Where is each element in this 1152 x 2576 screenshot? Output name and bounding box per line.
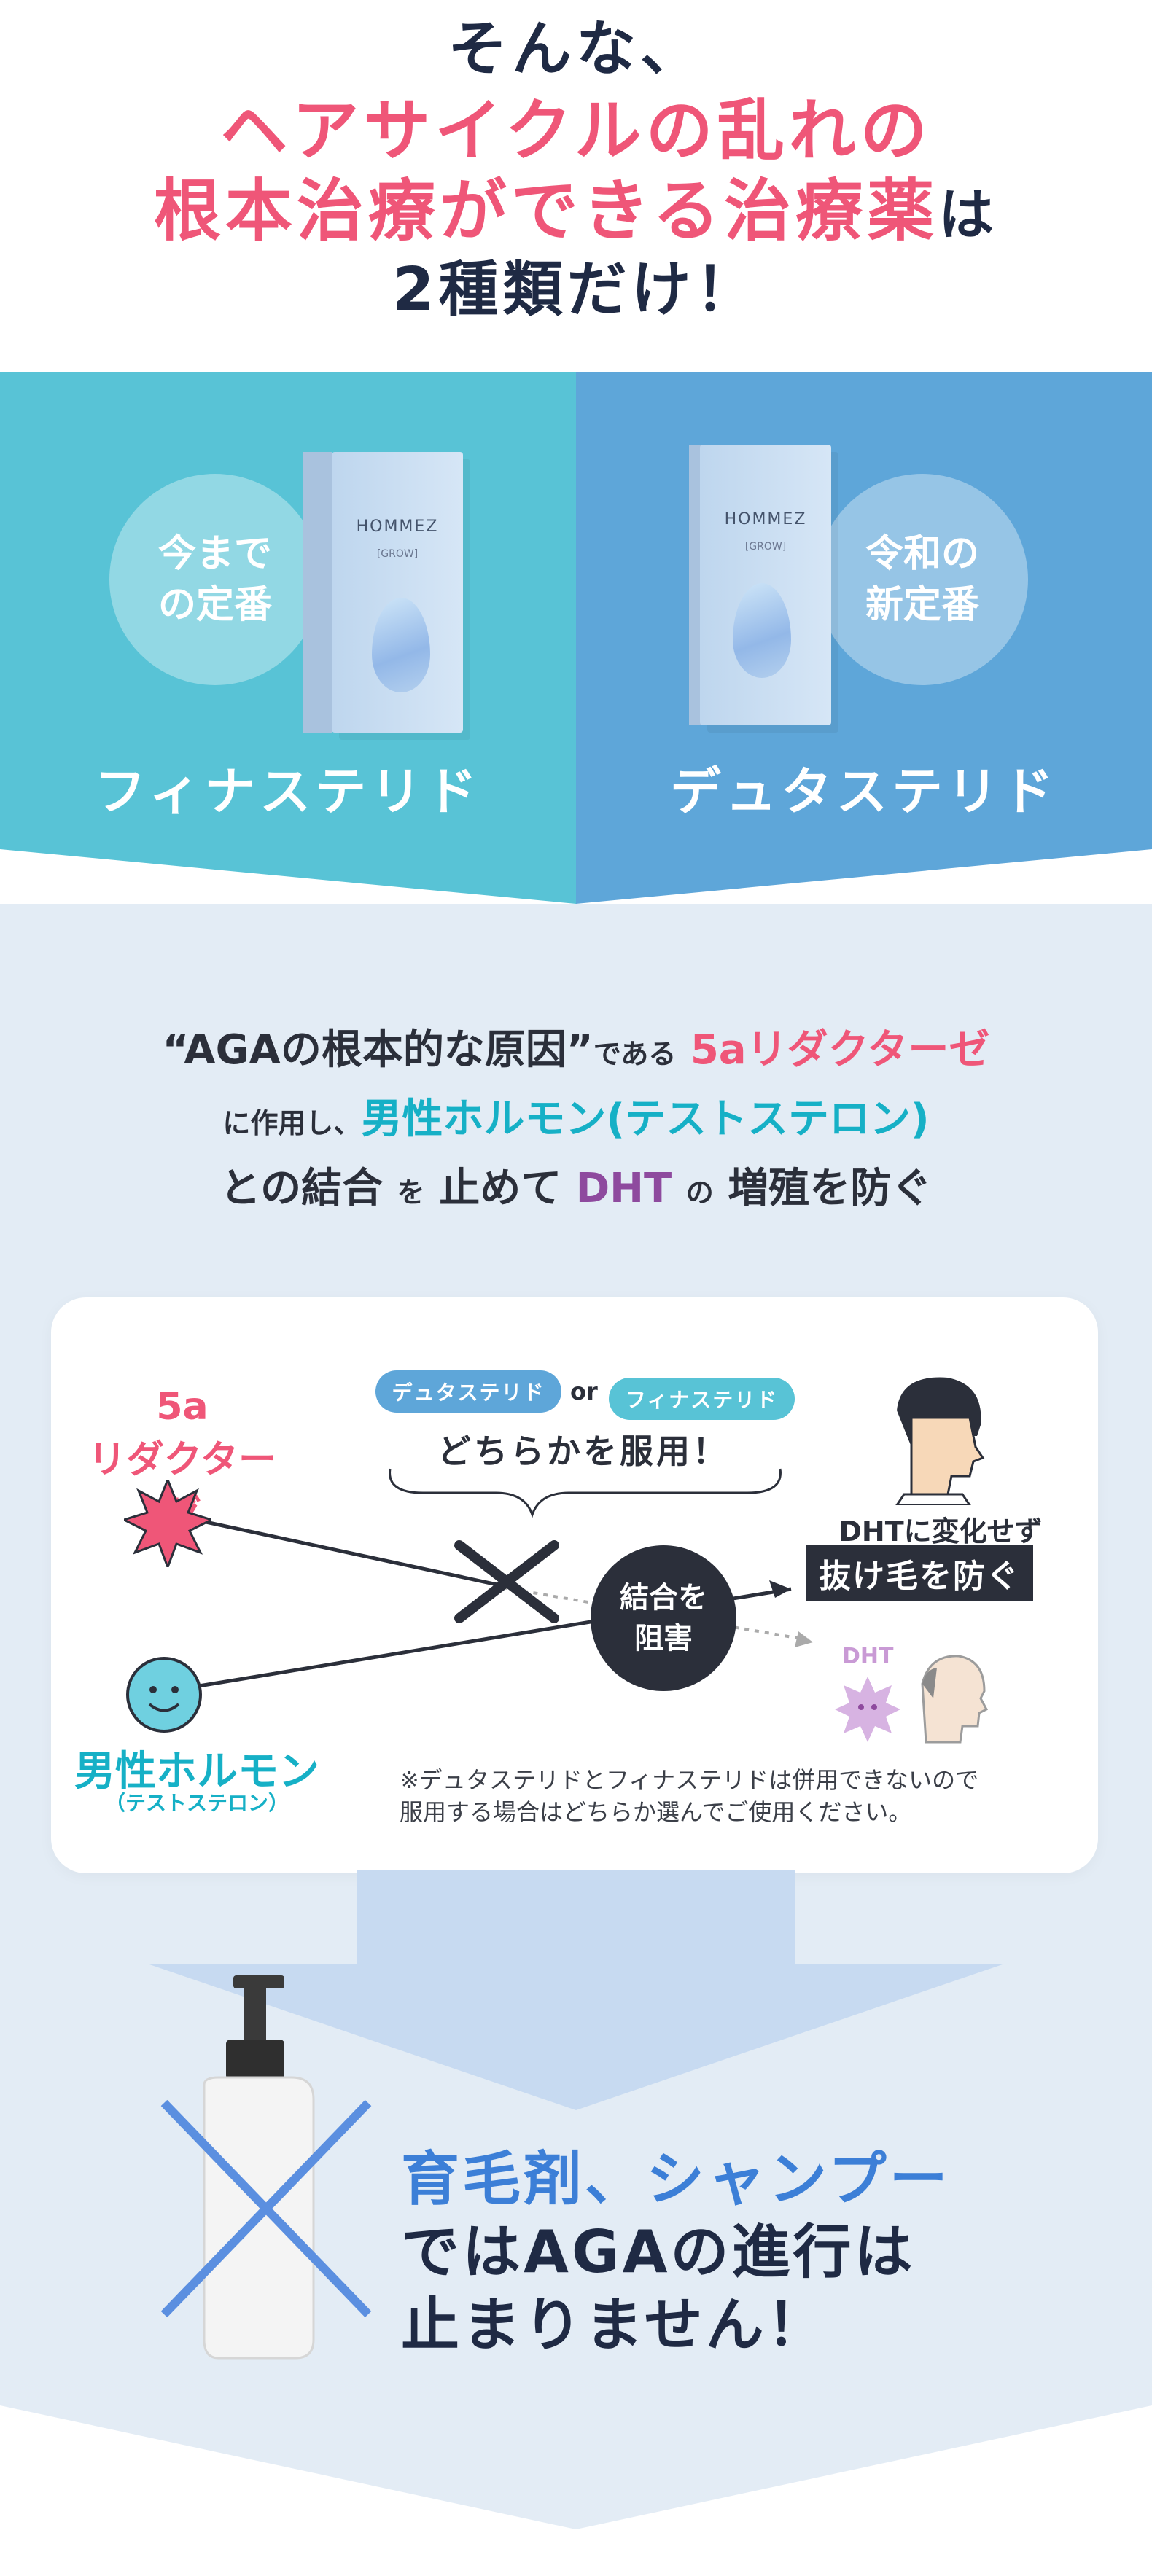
desc-ketsugou: との結合 — [219, 1165, 384, 1212]
or-label: or — [570, 1378, 598, 1405]
bottom-line-1: 育毛剤、シャンプー — [401, 2143, 1057, 2216]
bottom-hair-growth: 育毛剤、 — [401, 2145, 646, 2213]
desc-dearu: である — [593, 1038, 677, 1070]
bottom-message: 育毛剤、シャンプー ではAGAの進行は 止まりません！ — [401, 2143, 1057, 2362]
box-sub: [GROW] — [376, 548, 419, 560]
product-box-finasteride: HOMMEZ [GROW] — [332, 452, 463, 733]
usage-note-line1: ※デュタステリドとフィナステリドは併用できないので — [400, 1766, 979, 1794]
badge-new-line2: 新定番 — [865, 583, 979, 627]
desc-sayou: に作用し、 — [222, 1107, 362, 1139]
box-sub: [GROW] — [744, 541, 787, 553]
badge-new: 令和の 新定番 — [817, 474, 1028, 685]
enzyme-icon — [124, 1480, 211, 1567]
usage-note-line2: 服用する場合はどちらか選んでご使用ください。 — [400, 1798, 912, 1826]
enzyme-line — [178, 1514, 518, 1591]
choose-one-label: どちらかを服用！ — [437, 1432, 729, 1471]
product-name-finasteride: フィナステリド — [94, 762, 482, 821]
desc-prevent: 増殖を防ぐ — [728, 1165, 933, 1212]
cross-icon — [160, 2099, 372, 2318]
drop-icon — [733, 583, 791, 678]
x-mark-b — [454, 1540, 559, 1623]
headline-line-3-dark: は — [938, 182, 999, 247]
drop-icon — [372, 598, 430, 692]
badge-classic: 今まで の定番 — [109, 474, 321, 685]
hormone-sublabel: （テストステロン） — [104, 1791, 289, 1815]
panel-dutasteride: 令和の 新定番 HOMMEZ [GROW] デュタステリド — [576, 372, 1152, 904]
description-line-2: に作用し、男性ホルモン(テストステロン) — [0, 1086, 1152, 1145]
desc-enzyme: 5aリダクターゼ — [690, 1026, 990, 1074]
desc-wo: を — [397, 1176, 425, 1209]
pill-finasteride: フィナステリド — [609, 1378, 795, 1420]
balding-man-icon — [921, 1655, 989, 1744]
box-side — [303, 452, 332, 733]
bottom-shampoo: シャンプー — [646, 2145, 951, 2213]
badge-classic-line2: の定番 — [157, 583, 272, 627]
hormone-icon — [126, 1657, 202, 1733]
desc-testosterone: (テストステロン) — [606, 1096, 930, 1143]
description-line-1: “AGAの根本的な原因”である 5aリダクターゼ — [0, 1017, 1152, 1076]
product-panels: 今まで の定番 HOMMEZ [GROW] フィナステリド 令和の 新定番 HO… — [0, 372, 1152, 904]
headline-line-2: ヘアサイクルの乱れの — [220, 92, 932, 170]
bottom-line-2: ではAGAの進行は — [401, 2218, 916, 2286]
bind-blocked-badge: 結合を 阻害 — [591, 1545, 736, 1691]
bottom-chevron — [0, 2405, 1152, 2576]
dotted-arrow-head — [795, 1631, 813, 1647]
desc-aga-cause: “AGAの根本的な原因” — [162, 1026, 593, 1074]
usage-note: ※デュタステリドとフィナステリドは併用できないので 服用する場合はどちらか選んで… — [400, 1764, 1078, 1828]
blocked-line2: 阻害 — [634, 1622, 693, 1655]
hormone-label: 男性ホルモン — [74, 1748, 319, 1795]
headline-line-4: 2種類だけ！ — [392, 255, 760, 324]
brace — [389, 1468, 782, 1518]
product-box-dutasteride: HOMMEZ [GROW] — [700, 445, 831, 725]
arrow-head — [769, 1580, 791, 1598]
panel-finasteride: 今まで の定番 HOMMEZ [GROW] フィナステリド — [0, 372, 576, 904]
headline-section: そんな、 ヘアサイクルの乱れの 根本治療ができる治療薬は 2種類だけ！ — [0, 0, 1152, 372]
blocked-line1: 結合を — [620, 1581, 707, 1615]
down-arrow-shape — [149, 1870, 1003, 2110]
pill-dutasteride: デュタステリド — [375, 1370, 561, 1413]
dht-label: DHT — [842, 1644, 894, 1669]
desc-dht: DHT — [575, 1165, 672, 1212]
result-line-1: DHTに変化せず — [838, 1515, 1043, 1547]
badge-new-line1: 令和の — [865, 532, 979, 576]
desc-tomete: 止めて — [439, 1165, 562, 1212]
headline-line-3-pink: 根本治療ができる治療薬 — [153, 172, 939, 250]
box-brand: HOMMEZ — [724, 510, 807, 528]
mechanism-diagram-card: デュタステリド or フィナステリド どちらかを服用！ 5a リダクターゼ 男性… — [51, 1297, 1098, 1873]
product-name-dutasteride: デュタステリド — [670, 762, 1058, 821]
dht-icon — [835, 1677, 900, 1742]
description-line-3: との結合 を 止めて DHT の 増殖を防ぐ — [0, 1155, 1152, 1214]
enzyme-label-1: 5a — [156, 1385, 209, 1429]
desc-no: の — [685, 1176, 714, 1209]
box-brand: HOMMEZ — [356, 518, 439, 536]
bottom-line-3: 止まりません！ — [401, 2291, 828, 2359]
headline-line-3: 根本治療ができる治療薬は — [0, 157, 1152, 254]
badge-classic-line1: 今まで — [157, 532, 272, 576]
desc-hormone: 男性ホルモン — [361, 1096, 607, 1143]
healthy-man-icon — [895, 1377, 985, 1505]
headline-line-1: そんな、 — [447, 15, 704, 84]
result-line-2: 抜け毛を防ぐ — [806, 1545, 1033, 1601]
